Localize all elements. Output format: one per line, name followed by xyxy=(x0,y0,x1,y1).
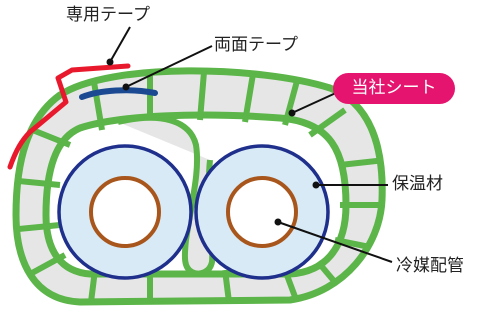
label-refrigerant-pipe: 冷媒配管 xyxy=(396,256,464,276)
label-dedicated-tape: 専用テープ xyxy=(66,5,150,25)
refrigerant-pipe-left xyxy=(89,176,161,248)
label-insulation: 保温材 xyxy=(392,174,443,194)
label-company-sheet: 当社シート xyxy=(333,73,455,104)
leader-dot-pipe xyxy=(274,218,282,226)
leader-double-tape xyxy=(127,45,213,87)
refrigerant-pipe-right xyxy=(226,176,298,248)
double-sided-tape xyxy=(79,87,158,100)
leader-company-sheet xyxy=(291,91,339,114)
label-double-sided-tape: 両面テープ xyxy=(214,35,298,55)
leader-pipe xyxy=(277,221,393,263)
leader-dot-dedicated-tape xyxy=(106,58,114,66)
leader-lines xyxy=(109,26,393,263)
leader-dot-company-sheet xyxy=(288,109,296,117)
dedicated-tape xyxy=(7,63,131,170)
leader-dot-insulation xyxy=(312,181,320,189)
leader-dot-double-tape xyxy=(122,83,130,91)
leader-dedicated-tape xyxy=(109,26,131,63)
